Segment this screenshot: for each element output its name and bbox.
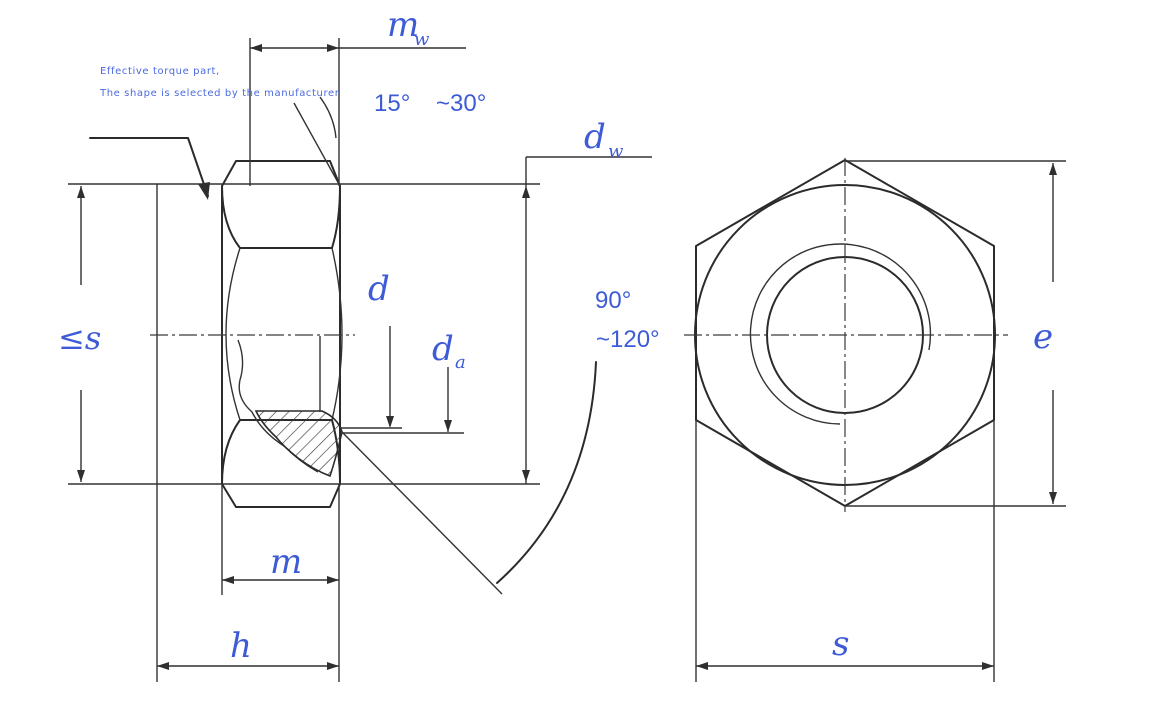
dw-label-sub: w: [608, 141, 624, 162]
torque-arrow-head: [198, 182, 210, 200]
mw-label: m: [387, 5, 419, 45]
d-label: d: [368, 269, 390, 309]
mw-label-sub: w: [414, 29, 430, 50]
thread-arc: [749, 243, 932, 425]
da-label-sub: a: [455, 352, 466, 373]
m-label: m: [270, 542, 302, 582]
bearing-angle-line: [341, 431, 503, 595]
s-side-label: ≤s: [58, 319, 101, 357]
bearing-angle-arc: [496, 361, 597, 584]
dw-label: d: [584, 117, 606, 157]
h-label: h: [230, 626, 252, 666]
middle-face-arc-left: [225, 247, 241, 421]
hatched-section: [254, 410, 343, 478]
front-view: [684, 158, 1066, 682]
angle-30-label: ~30°: [436, 90, 486, 117]
side-view: [68, 38, 652, 682]
angle-90-label: 90°: [595, 287, 631, 314]
chamfer-arc: [319, 96, 337, 139]
angle-15-label: 15°: [374, 90, 410, 117]
s-front-label: s: [832, 624, 849, 664]
nut-side-outline: [221, 160, 341, 508]
da-label: d: [432, 329, 454, 369]
note-shape-manufacturer: The shape is selected by the manufacture…: [99, 88, 340, 99]
note-torque-part: Effective torque part,: [100, 66, 220, 77]
upper-flat-edge: [221, 185, 341, 249]
angle-120-label: ~120°: [596, 326, 660, 353]
e-label: e: [1033, 317, 1053, 357]
torque-part-leader: [89, 137, 209, 197]
chamfer-leader: [293, 102, 341, 187]
